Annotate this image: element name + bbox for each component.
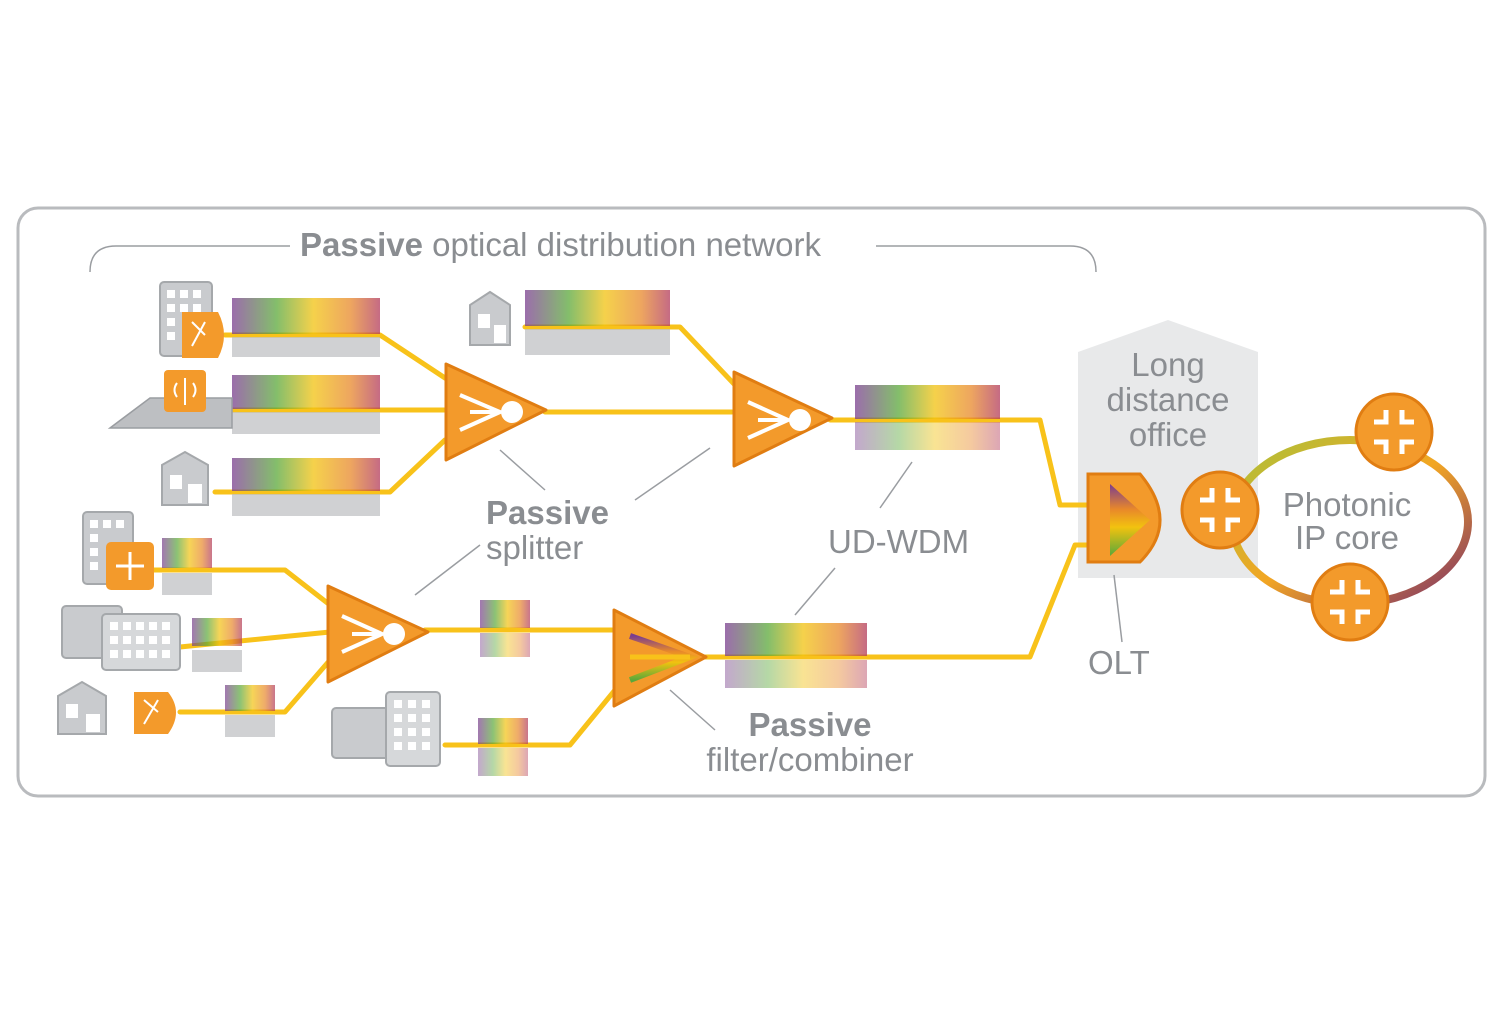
splitter-label-bold: Passive: [486, 494, 609, 531]
spectrum: [478, 718, 528, 776]
spectrum: [480, 600, 530, 657]
filter-label-rest: filter/combiner: [706, 741, 914, 778]
callout-lines: [414, 447, 1123, 731]
house-icon: [469, 290, 511, 346]
spectrum: [162, 538, 212, 595]
onu-icon: [106, 542, 154, 590]
splitter-label: Passive splitter: [486, 496, 609, 564]
spectrum: [525, 290, 670, 355]
house-icon: [161, 450, 209, 506]
network-title: Passive optical distribution network: [300, 228, 821, 261]
filter-label: Passive filter/combiner: [700, 708, 920, 776]
spectrum: [225, 685, 275, 737]
house-icon: [57, 680, 107, 735]
cell-tower-icon: [107, 370, 233, 429]
splitter-icon: [732, 370, 834, 468]
network-bracket: [89, 245, 1097, 273]
network-title-rest: optical distribution network: [432, 226, 821, 263]
filter-combiner-icon: [612, 608, 708, 708]
udwdm-label: UD-WDM: [828, 523, 970, 560]
router-icon: [1354, 392, 1434, 472]
onu-icon: [182, 312, 224, 358]
onu-icon: [134, 692, 176, 734]
splitter-icon: [444, 362, 548, 462]
building-icon: [331, 691, 441, 767]
long-distance-office-label: Long distance office: [1106, 346, 1230, 453]
spectrum: [192, 618, 242, 672]
splitter-label-rest: splitter: [486, 529, 584, 566]
spectra: [162, 290, 1000, 776]
router-icon: [1310, 562, 1390, 642]
ip-core-label: Photonic IP core: [1282, 486, 1412, 556]
olt-icon: [1086, 472, 1162, 564]
spectrum: [232, 458, 380, 516]
splitter-icon: [326, 584, 430, 684]
building-icon: [61, 605, 181, 671]
olt-label: OLT: [1088, 644, 1150, 681]
filter-label-bold: Passive: [748, 706, 872, 743]
router-icon: [1180, 470, 1260, 550]
spectrum: [725, 623, 867, 688]
spectrum: [232, 298, 380, 357]
spectrum: [232, 375, 380, 434]
spectrum: [855, 385, 1000, 450]
network-title-bold: Passive: [300, 226, 423, 263]
